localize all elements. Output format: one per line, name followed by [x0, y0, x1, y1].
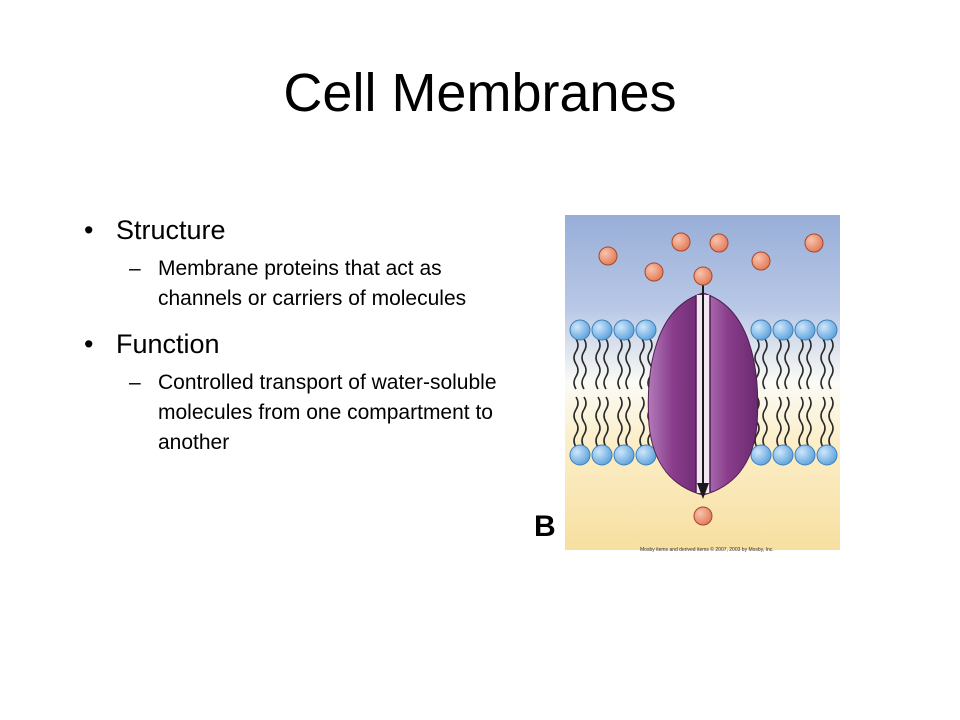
lipid-tail	[639, 338, 645, 390]
lipid-tail	[776, 338, 782, 390]
lipid-tail	[820, 338, 826, 390]
bullet-list: • Structure – Membrane proteins that act…	[84, 212, 514, 458]
molecule	[751, 251, 771, 271]
bullet-function: • Function	[84, 326, 514, 362]
figure-credit: Mosby items and derived items © 2007, 20…	[640, 547, 774, 553]
molecule	[598, 246, 618, 266]
lipid-head	[772, 444, 794, 466]
lipid-tail	[603, 396, 609, 448]
lipid-tail	[595, 338, 601, 390]
lipid-tail	[603, 338, 609, 390]
lipid-tail	[798, 338, 804, 390]
lipid-tail	[573, 396, 579, 448]
lipid-head	[635, 319, 657, 341]
lipid-tail	[776, 396, 782, 448]
lipid-head	[750, 319, 772, 341]
slide-title: Cell Membranes	[283, 63, 677, 123]
sub-bullet-structure: – Membrane proteins that act as channels…	[84, 254, 514, 314]
sub-bullet-text: Membrane proteins that act as channels o…	[158, 257, 467, 310]
lipid-tail	[617, 396, 623, 448]
molecules	[598, 232, 824, 526]
lipid-head	[635, 444, 657, 466]
lipid-tail	[806, 338, 812, 390]
arrowhead-icon	[697, 483, 709, 499]
lipid-tail	[762, 338, 768, 390]
channel-protein-diagram	[565, 215, 840, 550]
molecule	[693, 506, 713, 526]
lipid-tail	[625, 396, 631, 448]
lipid-head	[816, 444, 838, 466]
bullet-structure: • Structure	[84, 212, 514, 248]
lipid-tail	[762, 396, 768, 448]
bullet-marker: •	[84, 215, 94, 245]
lipid-heads	[569, 319, 838, 466]
lipid-head	[569, 319, 591, 341]
lipid-head	[613, 319, 635, 341]
lipid-tail	[581, 338, 587, 390]
lipid-tail	[784, 396, 790, 448]
molecule	[804, 233, 824, 253]
molecule	[644, 262, 664, 282]
lipid-head	[591, 444, 613, 466]
lipid-head	[613, 444, 635, 466]
lipid-tail	[820, 396, 826, 448]
channel-protein	[647, 285, 759, 499]
lipid-tail	[639, 396, 645, 448]
lipid-tail	[806, 396, 812, 448]
lipid-tail	[798, 396, 804, 448]
bullet-marker: •	[84, 329, 94, 359]
figure-label: B	[534, 510, 556, 543]
lipid-head	[591, 319, 613, 341]
lipid-head	[772, 319, 794, 341]
lipid-tail	[573, 338, 579, 390]
molecule	[671, 232, 691, 252]
lipid-tail	[647, 338, 653, 390]
lipid-tail	[828, 338, 834, 390]
lipid-tail	[625, 338, 631, 390]
lipid-tail	[828, 396, 834, 448]
lipid-head	[750, 444, 772, 466]
molecule	[709, 233, 729, 253]
lipid-head	[569, 444, 591, 466]
bullet-text: Structure	[116, 215, 226, 245]
lipid-head	[794, 444, 816, 466]
sub-bullet-marker: –	[129, 371, 141, 394]
sub-bullet-text: Controlled transport of water-soluble mo…	[158, 371, 497, 454]
lipid-tail	[617, 338, 623, 390]
lipid-tails	[573, 338, 834, 448]
lipid-tail	[595, 396, 601, 448]
lipid-tail	[581, 396, 587, 448]
lipid-head	[794, 319, 816, 341]
sub-bullet-marker: –	[129, 257, 141, 280]
lipid-tail	[784, 338, 790, 390]
lipid-head	[816, 319, 838, 341]
molecule	[693, 266, 713, 286]
bullet-text: Function	[116, 329, 220, 359]
sub-bullet-function: – Controlled transport of water-soluble …	[84, 368, 514, 458]
